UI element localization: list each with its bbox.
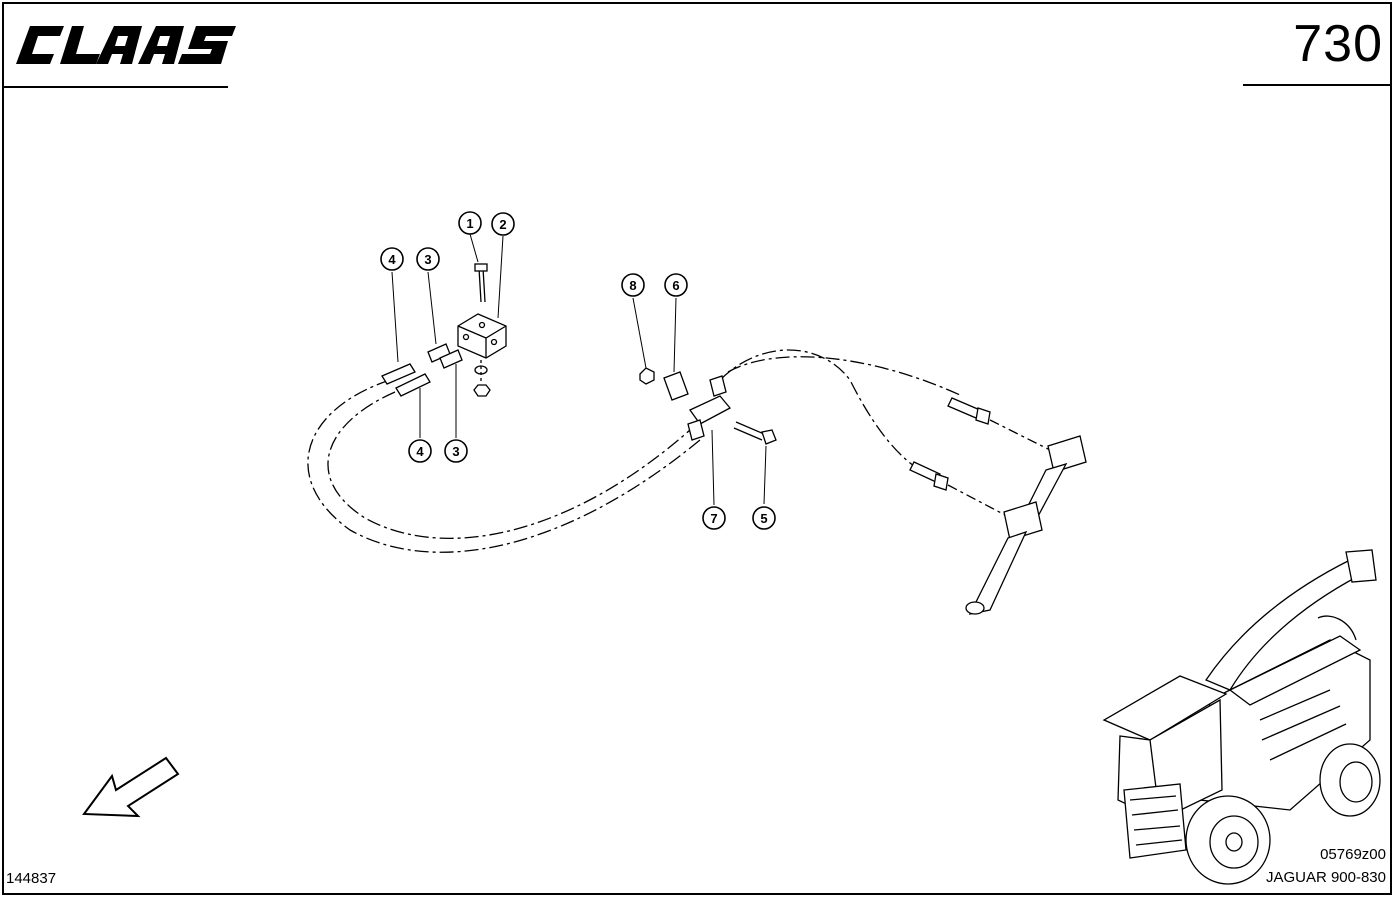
callout-4-top: 4 [380, 247, 404, 271]
forage-harvester-thumbnail [1102, 549, 1381, 885]
svg-text:3: 3 [424, 252, 431, 267]
page-number: 730 [1293, 15, 1383, 73]
svg-text:7: 7 [710, 511, 717, 526]
svg-text:4: 4 [416, 444, 424, 459]
cable-left-outer [307, 379, 701, 553]
callout-1: 1 [458, 211, 482, 235]
callout-5: 5 [752, 506, 776, 530]
direction-arrow-icon [82, 756, 180, 818]
tee-part7 [689, 395, 732, 425]
svg-text:5: 5 [760, 511, 767, 526]
cable-right-inner [727, 356, 961, 396]
header-rule-right [1243, 84, 1391, 86]
clip-part6 [663, 371, 689, 401]
cable-right-outer [719, 349, 941, 481]
cable-left-inner [327, 391, 691, 539]
model-name: JAGUAR 900-830 [1265, 869, 1386, 886]
svg-text:6: 6 [672, 278, 679, 293]
svg-text:8: 8 [629, 278, 636, 293]
callout-2: 2 [491, 212, 515, 236]
svg-text:3: 3 [452, 444, 459, 459]
callout-7: 7 [702, 506, 726, 530]
header-rule-left [4, 86, 228, 88]
image-reference: 144837 [6, 870, 57, 887]
callout-6: 6 [664, 273, 688, 297]
callout-3-bottom: 3 [444, 439, 468, 463]
drawing-reference: 05769z00 [1320, 846, 1386, 863]
actuator [1047, 435, 1087, 473]
claas-logo [16, 26, 236, 64]
callout-8: 8 [621, 273, 645, 297]
svg-text:4: 4 [388, 252, 396, 267]
svg-text:2: 2 [499, 217, 506, 232]
callout-3-top: 3 [416, 247, 440, 271]
callout-4-bottom: 4 [408, 439, 432, 463]
svg-text:1: 1 [466, 216, 473, 231]
